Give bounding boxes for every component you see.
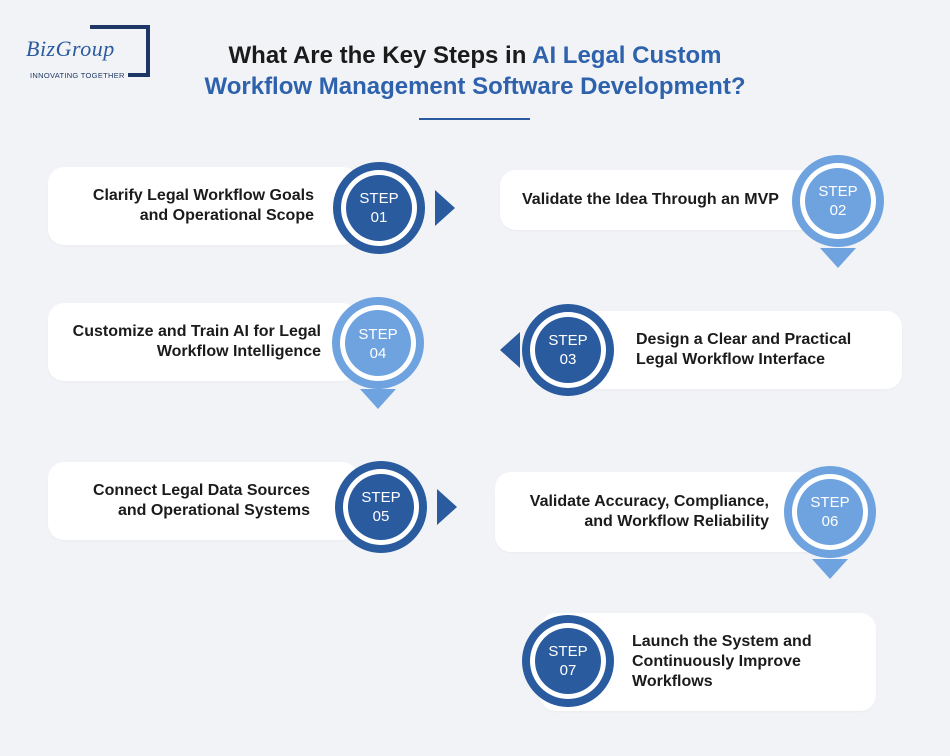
step-05-number: 05 — [372, 508, 390, 525]
step-01-badge — [333, 162, 455, 254]
step-04-number: 04 — [369, 345, 387, 362]
title-highlight-line1: AI Legal Custom — [532, 42, 722, 69]
step-05-badge — [335, 461, 457, 553]
step-06-badge — [784, 466, 876, 579]
step-03-word: STEP — [548, 332, 588, 349]
step-02-badge — [792, 155, 884, 268]
step-01-card: Clarify Legal Workflow Goals and Operati… — [48, 167, 358, 245]
step-07-badge — [522, 615, 614, 707]
step-06-number: 06 — [821, 513, 839, 530]
step-03-text: Design a Clear and Practical Legal Workf… — [636, 331, 852, 368]
step-02-word: STEP — [818, 183, 858, 200]
page-title: What Are the Key Steps in AI Legal Custo… — [150, 40, 800, 102]
step-04-text: Customize and Train AI for Legal Workflo… — [72, 323, 321, 360]
step-05-card: Connect Legal Data Sources and Operation… — [48, 462, 358, 540]
step-06-card: Validate Accuracy, Compliance, and Workf… — [495, 472, 825, 552]
step-04-card: Customize and Train AI for Legal Workflo… — [48, 303, 358, 381]
step-03-label: STEP 03 — [528, 331, 608, 369]
step-04-badge — [332, 297, 424, 409]
step-07-word: STEP — [548, 643, 588, 660]
title-highlight-line2: Workflow Management Software Development… — [204, 73, 746, 100]
step-01-number: 01 — [370, 209, 388, 226]
step-07-label: STEP 07 — [528, 642, 608, 680]
step-06-label: STEP 06 — [790, 493, 870, 531]
step-05-text: Connect Legal Data Sources and Operation… — [93, 482, 310, 519]
step-04-label: STEP 04 — [338, 325, 418, 363]
step-04-word: STEP — [358, 326, 398, 343]
step-05-label: STEP 05 — [341, 488, 421, 526]
step-03-number: 03 — [559, 351, 577, 368]
logo-tagline: INNOVATING TOGETHER — [30, 71, 128, 80]
step-06-word: STEP — [810, 494, 850, 511]
step-02-number: 02 — [829, 202, 847, 219]
title-underline — [419, 118, 530, 120]
step-01-text: Clarify Legal Workflow Goals and Operati… — [92, 187, 314, 224]
step-02-card: Validate the Idea Through an MVP — [500, 170, 820, 230]
step-06-text: Validate Accuracy, Compliance, and Workf… — [529, 493, 769, 530]
step-02-label: STEP 02 — [798, 182, 878, 220]
logo-name: BizGroup — [26, 36, 117, 62]
step-07-text: Launch the System and Continuously Impro… — [632, 633, 812, 690]
step-07-number: 07 — [559, 662, 577, 679]
step-01-word: STEP — [359, 190, 399, 207]
step-01-label: STEP 01 — [339, 189, 419, 227]
step-02-text: Validate the Idea Through an MVP — [522, 191, 779, 208]
bizgroup-logo: BizGroup INNOVATING TOGETHER — [22, 22, 162, 84]
step-05-word: STEP — [361, 489, 401, 506]
step-03-badge — [500, 304, 614, 396]
title-prefix: What Are the Key Steps in — [228, 42, 533, 69]
